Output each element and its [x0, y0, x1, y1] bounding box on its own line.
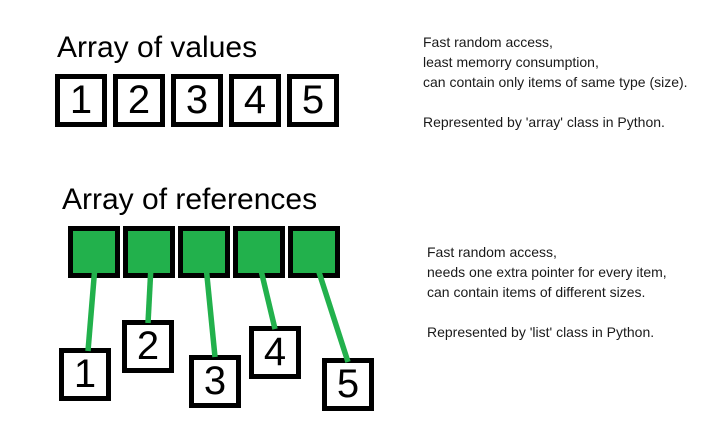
- ref-value-box-1: 1: [59, 348, 111, 401]
- ref-value-box-4: 4: [249, 326, 301, 379]
- value-cell-3: 3: [171, 74, 223, 127]
- ref-value-label: 2: [136, 324, 160, 368]
- pointer-slot-3: [178, 226, 230, 278]
- ref-value-label: 3: [203, 359, 227, 403]
- ref-value-label: 5: [336, 362, 360, 406]
- ref-value-label: 1: [73, 352, 97, 396]
- represented-note: Represented by 'list' class in Python.: [427, 324, 655, 340]
- note-line: needs one extra pointer for every item,: [427, 264, 667, 280]
- pointer-line-3: [203, 265, 218, 358]
- value-cell-4: 4: [229, 74, 281, 127]
- note-line: can contain items of different sizes.: [427, 284, 646, 300]
- ref-value-box-5: 5: [322, 358, 374, 411]
- values-array: 1 2 3 4 5: [55, 74, 339, 127]
- value-cell-2: 2: [113, 74, 165, 127]
- note-line: can contain only items of same type (siz…: [423, 74, 688, 90]
- pointer-line-5: [314, 265, 351, 363]
- pointer-slot-5: [288, 226, 340, 278]
- pointer-slot-1: [68, 226, 120, 278]
- value-cell-label: 3: [185, 78, 209, 122]
- ref-value-box-2: 2: [122, 320, 174, 373]
- value-cell-label: 5: [301, 78, 325, 122]
- value-cell-1: 1: [55, 74, 107, 127]
- value-cell-label: 4: [243, 78, 267, 122]
- ref-value-box-3: 3: [189, 355, 241, 408]
- pointer-slot-4: [233, 226, 285, 278]
- pointer-line-1: [85, 265, 98, 352]
- note-line: least memorry consumption,: [423, 54, 599, 70]
- value-cell-5: 5: [287, 74, 339, 127]
- references-notes: Fast random access, needs one extra poin…: [427, 242, 667, 342]
- value-cell-label: 2: [127, 78, 151, 122]
- values-section-title: Array of values: [57, 31, 258, 64]
- value-cell-label: 1: [69, 78, 93, 122]
- represented-note: Represented by 'array' class in Python.: [423, 114, 665, 130]
- references-section-title: Array of references: [62, 183, 318, 216]
- pointer-slot-2: [123, 226, 175, 278]
- note-line: Fast random access,: [427, 244, 557, 260]
- pointer-array: [68, 226, 340, 278]
- values-notes: Fast random access, least memorry consum…: [423, 32, 688, 132]
- note-line: Fast random access,: [423, 34, 553, 50]
- ref-value-label: 4: [263, 330, 287, 374]
